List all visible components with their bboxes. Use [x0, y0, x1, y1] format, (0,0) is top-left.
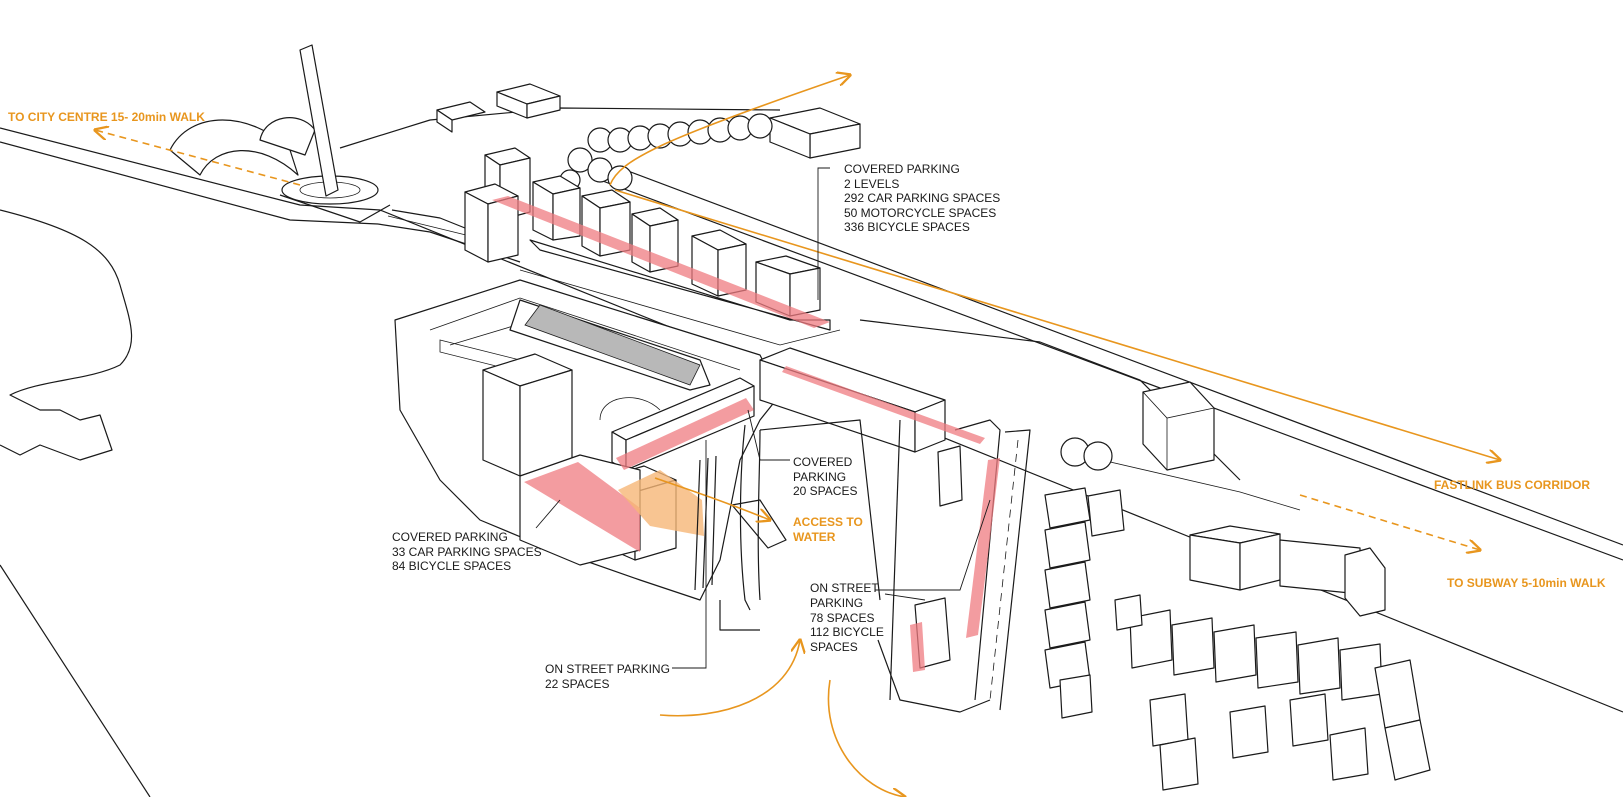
- east-street: [877, 419, 1031, 713]
- river-quay-outline: [0, 127, 1623, 797]
- arrow-south-out: [827, 679, 905, 797]
- label-covered-parking-south: COVERED PARKING 33 CAR PARKING SPACES 84…: [392, 530, 542, 573]
- label-fastlink-bus-corridor: FASTLINK BUS CORRIDOR: [1434, 478, 1590, 492]
- svg-text:112 BICYCLE: 112 BICYCLE: [810, 625, 884, 639]
- parking-zone-east-small: [910, 622, 925, 672]
- far-buildings: [436, 83, 861, 159]
- parking-zone-east-block: [782, 366, 985, 444]
- parking-zone-mid: [616, 398, 754, 470]
- label-subway: TO SUBWAY 5-10min WALK: [1447, 576, 1606, 590]
- arrow-bus-corridor: [614, 189, 1500, 460]
- label-covered-parking-mid: COVERED PARKING 20 SPACES: [793, 455, 857, 498]
- parking-highlights: [492, 196, 1000, 672]
- arrow-subway: [1299, 494, 1480, 550]
- svg-text:WATER: WATER: [793, 530, 836, 544]
- svg-text:ACCESS TO: ACCESS TO: [793, 515, 863, 529]
- svg-text:20 SPACES: 20 SPACES: [793, 484, 857, 498]
- svg-text:292 CAR PARKING SPACES: 292 CAR PARKING SPACES: [844, 191, 1000, 205]
- svg-text:FASTLINK BUS CORRIDOR: FASTLINK BUS CORRIDOR: [1434, 478, 1590, 492]
- svg-text:TO SUBWAY 5-10min WALK: TO SUBWAY 5-10min WALK: [1447, 576, 1606, 590]
- svg-text:78 SPACES: 78 SPACES: [810, 611, 874, 625]
- parking-zone-quay: [492, 196, 830, 328]
- east-houses: [1044, 487, 1431, 791]
- label-covered-parking-main: COVERED PARKING 2 LEVELS 292 CAR PARKING…: [844, 162, 1000, 234]
- svg-text:PARKING: PARKING: [793, 470, 846, 484]
- svg-text:COVERED PARKING: COVERED PARKING: [844, 162, 960, 176]
- svg-text:84 BICYCLE SPACES: 84 BICYCLE SPACES: [392, 559, 511, 573]
- arrow-south-in: [659, 640, 800, 717]
- water-access-zone: [618, 470, 704, 536]
- leader-lines: [535, 167, 991, 669]
- svg-text:336 BICYCLE SPACES: 336 BICYCLE SPACES: [844, 220, 970, 234]
- label-on-street-east: ON STREET PARKING 78 SPACES 112 BICYCLE …: [810, 581, 884, 654]
- svg-text:33 CAR PARKING SPACES: 33 CAR PARKING SPACES: [392, 545, 542, 559]
- label-on-street-south: ON STREET PARKING 22 SPACES: [545, 662, 670, 691]
- landmark-arc-tower: [169, 44, 391, 223]
- svg-text:50 MOTORCYCLE SPACES: 50 MOTORCYCLE SPACES: [844, 206, 996, 220]
- south-paths: [694, 419, 881, 631]
- parking-zone-east-street: [966, 458, 1000, 638]
- arrow-access-water: [654, 477, 770, 520]
- svg-text:ON STREET PARKING: ON STREET PARKING: [545, 662, 670, 676]
- arrow-north: [609, 75, 850, 186]
- svg-text:ON STREET: ON STREET: [810, 581, 879, 595]
- svg-text:COVERED: COVERED: [793, 455, 853, 469]
- svg-text:22 SPACES: 22 SPACES: [545, 677, 609, 691]
- svg-text:COVERED PARKING: COVERED PARKING: [392, 530, 508, 544]
- movement-arrows: [95, 75, 1500, 797]
- svg-text:SPACES: SPACES: [810, 640, 858, 654]
- parking-zone-south: [524, 462, 640, 552]
- svg-text:PARKING: PARKING: [810, 596, 863, 610]
- label-city-centre: TO CITY CENTRE 15- 20min WALK: [8, 110, 205, 124]
- svg-text:2 LEVELS: 2 LEVELS: [844, 177, 899, 191]
- svg-text:TO CITY CENTRE 15- 20min WALK: TO CITY CENTRE 15- 20min WALK: [8, 110, 205, 124]
- label-access-water: ACCESS TO WATER: [793, 515, 863, 544]
